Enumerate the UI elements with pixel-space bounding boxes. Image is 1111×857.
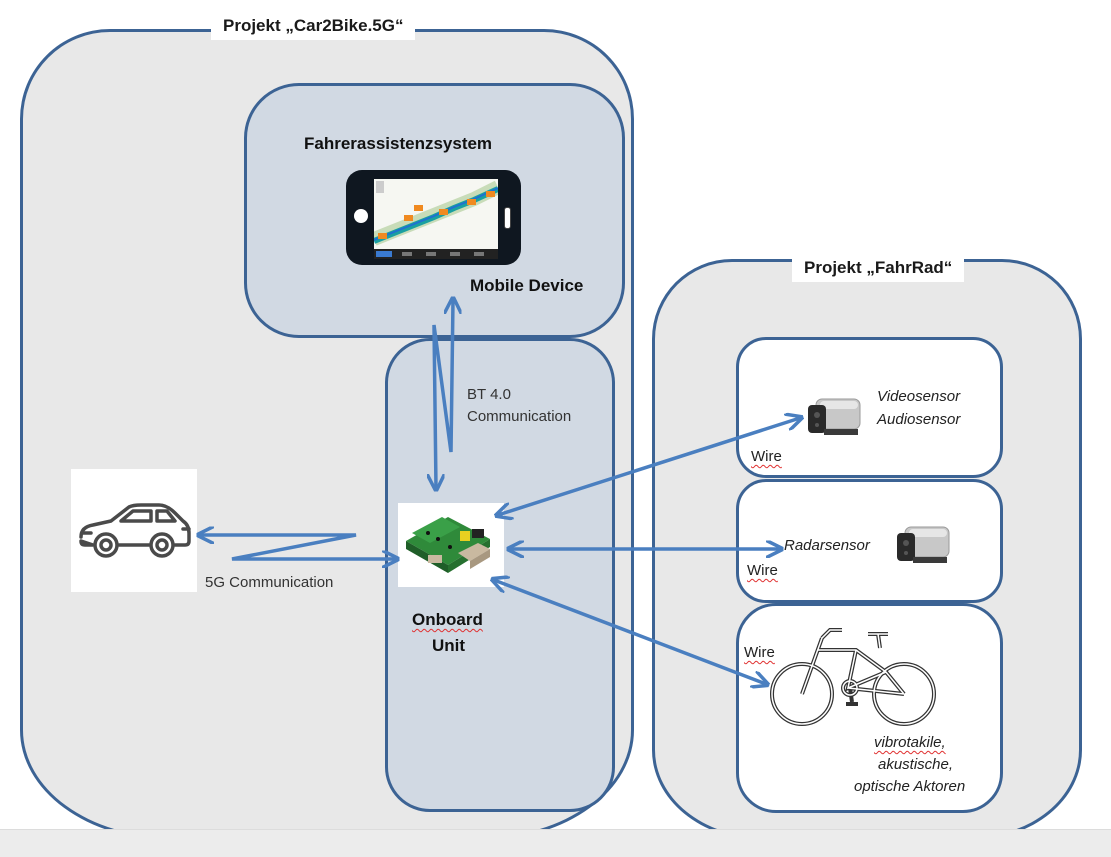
- bottom-strip: [0, 829, 1111, 857]
- phone-speaker: [504, 207, 511, 229]
- bt-link-label-line1: BT 4.0: [467, 386, 511, 403]
- av-sensor-label-line2: Audiosensor: [877, 411, 961, 428]
- actuators-label-line2: akustische,: [878, 756, 954, 773]
- bt-link-label-line2: Communication: [467, 408, 572, 425]
- onboard-label-line1: Onboard: [412, 610, 483, 629]
- actuators-label-line1: vibrotakile,: [874, 734, 946, 751]
- car-icon: [71, 469, 197, 592]
- map-route-graphic: [374, 179, 498, 259]
- bicycle-icon: [768, 620, 940, 732]
- av-sensor-label-line1: Videosensor: [877, 388, 961, 405]
- phone-screen-map: [374, 179, 498, 259]
- mobile-device-label: Mobile Device: [470, 276, 584, 295]
- actuators-label-line3: optische Aktoren: [854, 778, 966, 795]
- circuit-board-icon: [398, 503, 504, 587]
- onboard-label-line2: Unit: [432, 636, 466, 655]
- av-sensor-wire-label: Wire: [751, 448, 782, 465]
- fahrrad-module-av-sensor: [736, 337, 1003, 478]
- driver-assistance-title: Fahrerassistenzsystem: [304, 134, 493, 153]
- camera-sensor-icon: [806, 395, 862, 437]
- camera-sensor-icon: [895, 523, 951, 565]
- 5g-link-label: 5G Communication: [205, 574, 334, 591]
- phone-home-button: [354, 209, 368, 223]
- radar-sensor-label: Radarsensor: [784, 537, 870, 554]
- radar-sensor-wire-label: Wire: [747, 562, 778, 579]
- car2bike-project-title: Projekt „Car2Bike.5G“: [211, 12, 416, 40]
- smartphone-map-icon: [346, 170, 521, 265]
- fahrrad-module-actuators: [736, 603, 1003, 813]
- fahrrad-project-title: Projekt „FahrRad“: [792, 254, 965, 282]
